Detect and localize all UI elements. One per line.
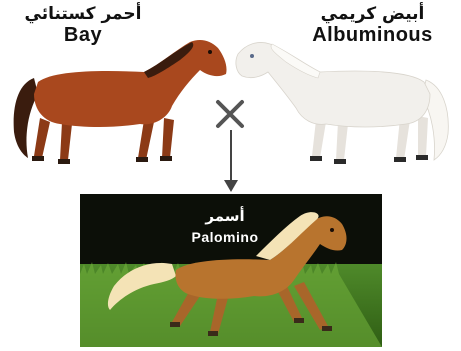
palomino-eye xyxy=(330,228,334,232)
bay-tail xyxy=(14,78,38,158)
palomino-photo: أسمر Palomino xyxy=(80,194,382,347)
bay-horse-illustration xyxy=(4,36,230,171)
arrow-down-icon xyxy=(219,128,243,194)
multiply-icon xyxy=(212,96,248,132)
bay-arabic-label: أحمر كستنائي xyxy=(18,4,148,24)
bay-eye xyxy=(208,50,212,54)
albuminous-arabic-label: أبيض كريمي xyxy=(280,4,461,24)
albuminous-body xyxy=(236,42,430,127)
albuminous-horse xyxy=(236,42,448,164)
bay-hooves xyxy=(32,156,172,164)
palomino-arabic-label: أسمر xyxy=(170,206,280,226)
albuminous-hooves xyxy=(310,155,428,164)
palomino-english-label: Palomino xyxy=(170,226,280,248)
palomino-label-group: أسمر Palomino xyxy=(170,206,280,248)
albuminous-horse-illustration xyxy=(230,36,458,171)
bay-body xyxy=(34,40,227,127)
albuminous-eye xyxy=(250,54,254,58)
bay-horse xyxy=(14,40,227,164)
